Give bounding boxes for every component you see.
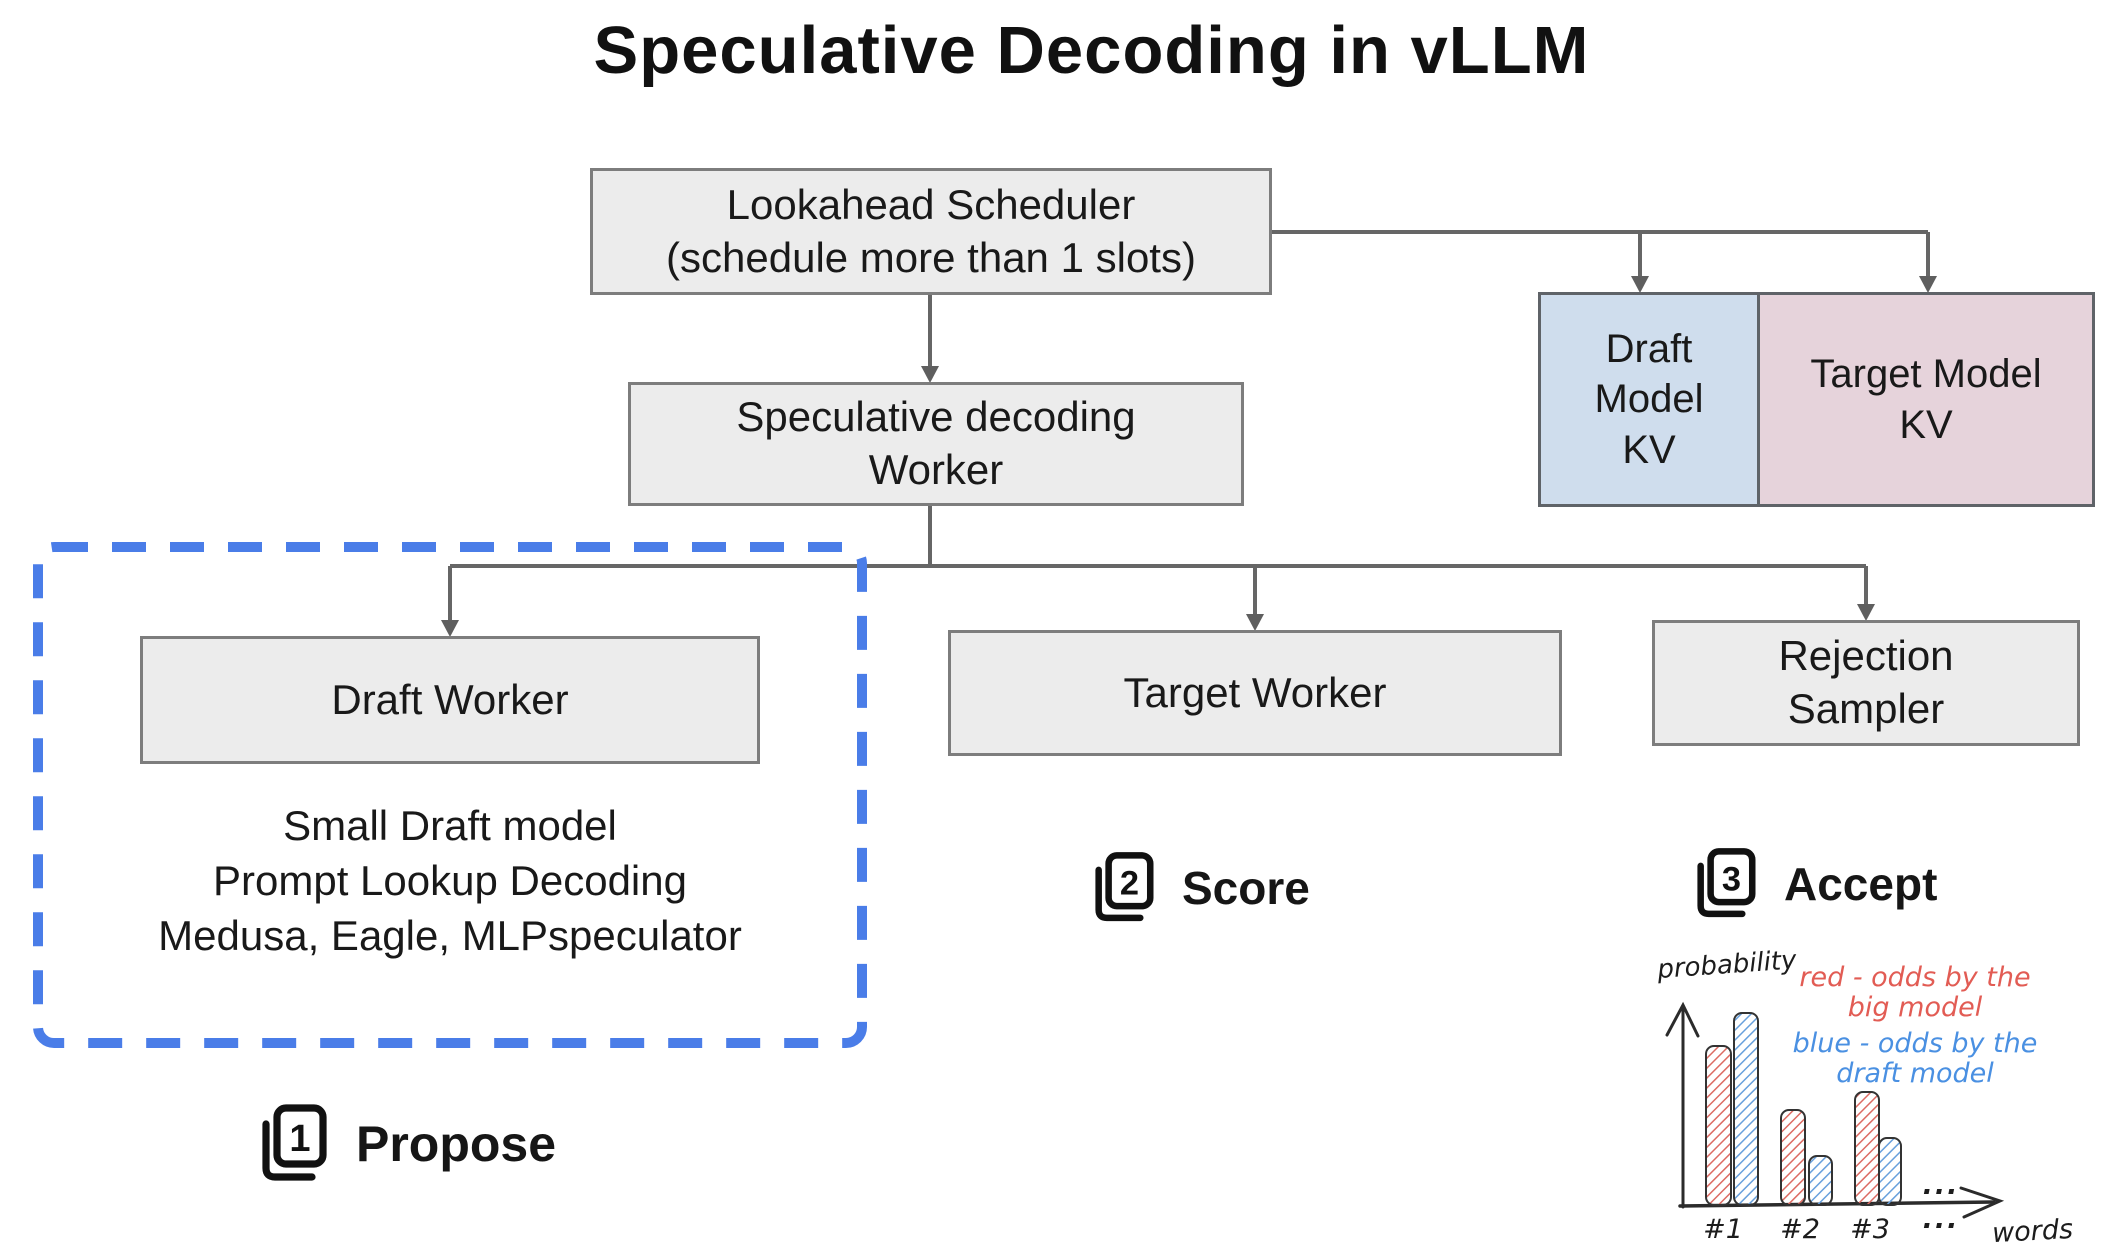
filter-1-icon: 1 <box>262 1104 327 1181</box>
spec-worker-line2: Worker <box>868 446 1004 493</box>
bar-red-2 <box>1780 1109 1806 1206</box>
target-kv-line1: Target Model <box>1810 352 2042 397</box>
rejection-line2: Sampler <box>1787 685 1945 732</box>
bar-red-1 <box>1705 1045 1732 1206</box>
draft-worker-label: Draft Worker <box>331 675 569 723</box>
tick-3: #3 <box>1850 1214 1890 1245</box>
step-accept: 3 Accept <box>1688 844 1937 924</box>
bar-blue-3 <box>1878 1137 1902 1206</box>
bar-blue-2 <box>1808 1155 1833 1206</box>
step-number: 3 <box>1722 860 1741 898</box>
arrowhead-target-worker <box>1246 614 1264 631</box>
draft-kv-line3: KV <box>1622 427 1676 472</box>
node-speculative-decoding-worker: Speculative decoding Worker <box>628 382 1244 506</box>
chart-axes: probability words <box>1655 945 2073 1247</box>
node-target-model-kv: Target Model KV <box>1757 292 2095 507</box>
step-number: 1 <box>289 1118 310 1160</box>
step-score: 2 Score <box>1086 848 1310 928</box>
chart-bars <box>1705 1012 1902 1206</box>
draft-methods-line2: Prompt Lookup Decoding <box>213 857 687 905</box>
draft-methods-text: Small Draft model Prompt Lookup Decoding… <box>60 798 840 963</box>
legend-blue-line2: draft model <box>1836 1058 1994 1089</box>
y-axis-label: probability <box>1655 945 1798 985</box>
arrowhead-rejection-sampler <box>1857 604 1875 621</box>
accept-label: Accept <box>1784 858 1938 910</box>
node-rejection-sampler: Rejection Sampler <box>1652 620 2080 746</box>
filter-3-icon: 3 <box>1697 848 1756 918</box>
ellipsis-above-axis: ... <box>1923 1170 1960 1201</box>
x-axis-arrowhead <box>1959 1186 2005 1219</box>
step-number: 2 <box>1120 864 1139 902</box>
y-axis-arrowhead <box>1665 1001 1700 1038</box>
arrowhead-draft-worker <box>441 620 459 637</box>
propose-label: Propose <box>356 1116 557 1172</box>
target-worker-label: Target Worker <box>1123 668 1387 716</box>
draft-methods-line1: Small Draft model <box>283 802 617 849</box>
tick-2: #2 <box>1780 1214 1820 1245</box>
page-title: Speculative Decoding in vLLM <box>593 13 1590 88</box>
arrowhead-worker <box>921 366 939 383</box>
legend-red-line1: red - odds by the <box>1799 962 2030 993</box>
node-draft-worker: Draft Worker <box>140 636 760 764</box>
ellipsis-below-axis: ... <box>1923 1204 1960 1235</box>
x-axis-line <box>1678 1200 1996 1208</box>
chart-legend: red - odds by the big model blue - odds … <box>1793 962 2038 1089</box>
scheduler-line1: Lookahead Scheduler <box>726 180 1136 228</box>
draft-kv-line2: Model <box>1594 377 1704 422</box>
rejection-line1: Rejection <box>1778 632 1954 680</box>
probability-chart: probability words #1 #2 #3 ... ... red -… <box>1655 945 2073 1247</box>
arrowhead-draft-kv <box>1631 276 1649 293</box>
legend-red-line2: big model <box>1848 992 1983 1023</box>
tick-1: #1 <box>1703 1214 1743 1245</box>
scheduler-line2: (schedule more than 1 slots) <box>666 233 1196 281</box>
target-kv-line2: KV <box>1899 402 1953 447</box>
bar-red-3 <box>1854 1091 1880 1206</box>
draft-methods-line3: Medusa, Eagle, MLPspeculator <box>158 912 742 960</box>
bar-blue-1 <box>1733 1012 1759 1206</box>
chart-tick-labels: #1 #2 #3 ... ... <box>1703 1170 1960 1245</box>
node-lookahead-scheduler: Lookahead Scheduler (schedule more than … <box>590 168 1272 295</box>
spec-worker-line1: Speculative decoding <box>736 393 1136 441</box>
step-propose: 1 Propose <box>252 1100 556 1188</box>
arrowhead-target-kv <box>1919 276 1937 293</box>
x-axis-label: words <box>1991 1214 2073 1247</box>
node-draft-model-kv: Draft Model KV <box>1538 292 1760 507</box>
legend-blue-line1: blue - odds by the <box>1793 1028 2038 1059</box>
node-target-worker: Target Worker <box>948 630 1562 756</box>
propose-dashed-group-box <box>33 542 867 1048</box>
draft-kv-line1: Draft <box>1605 326 1693 371</box>
score-label: Score <box>1182 862 1310 914</box>
filter-2-icon: 2 <box>1095 852 1154 922</box>
